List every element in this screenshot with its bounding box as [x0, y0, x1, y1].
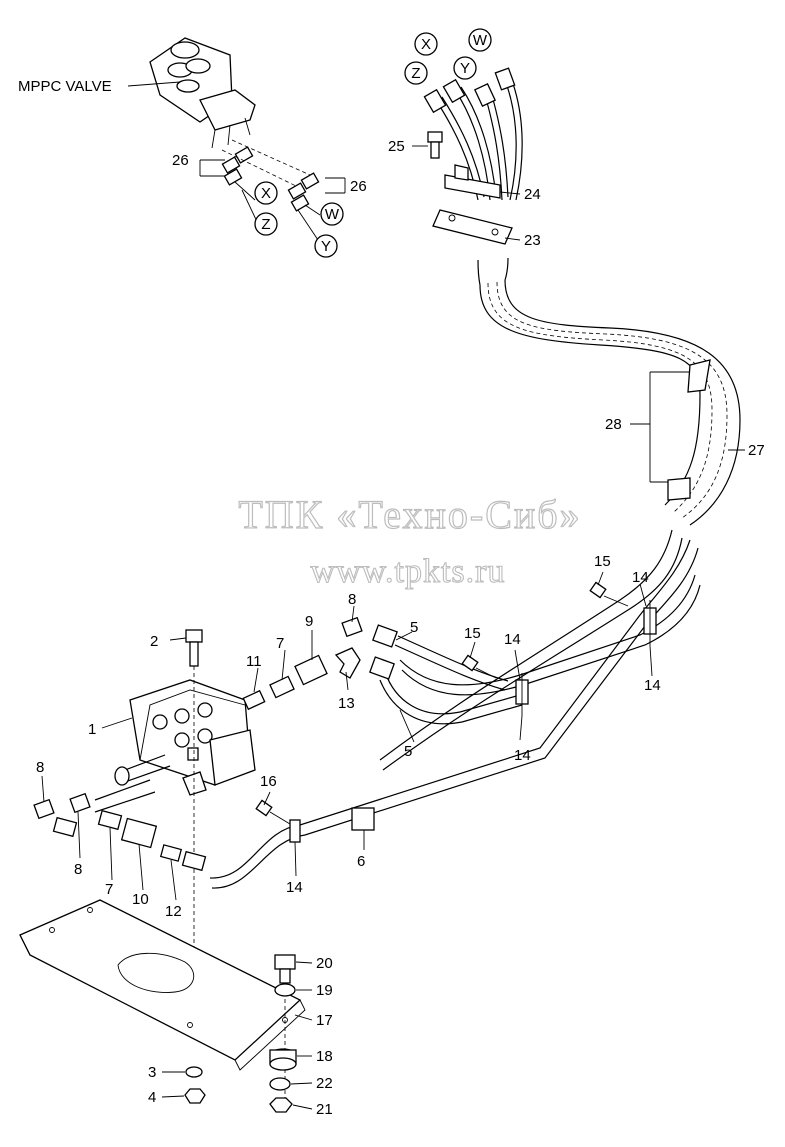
fittings-lower	[33, 792, 207, 872]
watermark-company: ТПК «Техно-Сиб»	[238, 492, 581, 537]
top-port-x: X	[414, 32, 438, 56]
callout-22: 22	[316, 1075, 333, 1092]
callout-19: 19	[316, 982, 333, 999]
callout-25: 25	[388, 138, 405, 155]
hose-5	[369, 624, 523, 725]
valve-leader	[127, 81, 181, 87]
callout-5b: 5	[404, 743, 412, 760]
port-hoses	[423, 67, 523, 201]
nut-21	[269, 1097, 293, 1113]
callout-14d: 14	[644, 677, 661, 694]
top-port-z: Z	[404, 61, 428, 85]
svg-text:W: W	[473, 32, 488, 49]
washer-22	[269, 1077, 291, 1091]
mppc-valve	[149, 37, 256, 149]
washer-3	[185, 1066, 203, 1078]
callout-15a: 15	[594, 553, 611, 570]
bolt-15-b	[461, 654, 497, 679]
mppc-valve-label: MPPC VALVE	[18, 78, 112, 95]
callout-8a: 8	[348, 591, 356, 608]
fittings-upper	[242, 616, 363, 711]
valve-port-x: X	[254, 181, 278, 205]
callout-14c: 14	[632, 569, 649, 586]
top-port-y: Y	[453, 56, 477, 80]
plate-17	[19, 899, 306, 1071]
callout-3: 3	[148, 1064, 156, 1081]
callout-14a: 14	[504, 631, 521, 648]
callout-6: 6	[357, 853, 365, 870]
bolt-15-a	[589, 581, 629, 607]
callout-14e: 14	[286, 879, 303, 896]
svg-text:Y: Y	[460, 60, 470, 77]
callout-9: 9	[305, 613, 313, 630]
callout-24: 24	[524, 186, 541, 203]
nut-4	[184, 1088, 206, 1104]
leader-lines	[41, 571, 653, 1110]
callout-numbers: 2 1 11 7 9 8 13 5 5 15 14 14 15 14 14 8 …	[36, 138, 765, 1118]
svg-text:Z: Z	[261, 216, 270, 233]
callout-7a: 7	[276, 635, 284, 652]
bolt-16	[255, 799, 291, 825]
callout-2: 2	[150, 633, 158, 650]
top-port-w: W	[468, 28, 492, 52]
callout-11: 11	[246, 653, 262, 670]
mount-18	[269, 1048, 297, 1071]
callout-13: 13	[338, 695, 355, 712]
washer-19	[274, 983, 296, 997]
callout-4: 4	[148, 1089, 156, 1106]
valve-port-w: W	[320, 202, 344, 226]
callout-26b: 26	[350, 178, 367, 195]
svg-text:X: X	[261, 185, 271, 202]
callout-16: 16	[260, 773, 277, 790]
svg-text:Z: Z	[411, 65, 420, 82]
callout-27: 27	[748, 442, 765, 459]
callout-7b: 7	[105, 881, 113, 898]
svg-text:Y: Y	[321, 238, 331, 255]
callout-1: 1	[88, 721, 96, 738]
bolt-2	[185, 629, 203, 667]
callout-28: 28	[605, 416, 622, 433]
callout-20: 20	[316, 955, 333, 972]
valve-fittings	[221, 139, 321, 241]
valve-pipe-stubs	[94, 754, 171, 813]
callout-5a: 5	[410, 619, 418, 636]
plate-23	[432, 209, 513, 245]
callout-12: 12	[165, 903, 182, 920]
svg-text:X: X	[421, 36, 431, 53]
callout-18: 18	[316, 1048, 333, 1065]
callout-14b: 14	[514, 747, 531, 764]
callout-15b: 15	[464, 625, 481, 642]
bolt-20	[274, 954, 296, 984]
callout-10: 10	[132, 891, 149, 908]
control-valve-1	[129, 679, 256, 796]
callout-23: 23	[524, 232, 541, 249]
svg-text:W: W	[325, 206, 340, 223]
valve-port-y: Y	[314, 234, 338, 258]
callout-17: 17	[316, 1012, 333, 1029]
hose-bundle-27	[477, 257, 741, 526]
clamp-14-c	[289, 819, 301, 843]
callout-21: 21	[316, 1101, 333, 1118]
callout-8b: 8	[36, 759, 44, 776]
valve-port-z: Z	[254, 212, 278, 236]
callout-26a: 26	[172, 152, 189, 169]
watermark-url: www.tpkts.ru	[311, 553, 506, 590]
callout-8c: 8	[74, 861, 82, 878]
bolt-25	[427, 131, 443, 159]
bracket-24	[444, 164, 501, 199]
